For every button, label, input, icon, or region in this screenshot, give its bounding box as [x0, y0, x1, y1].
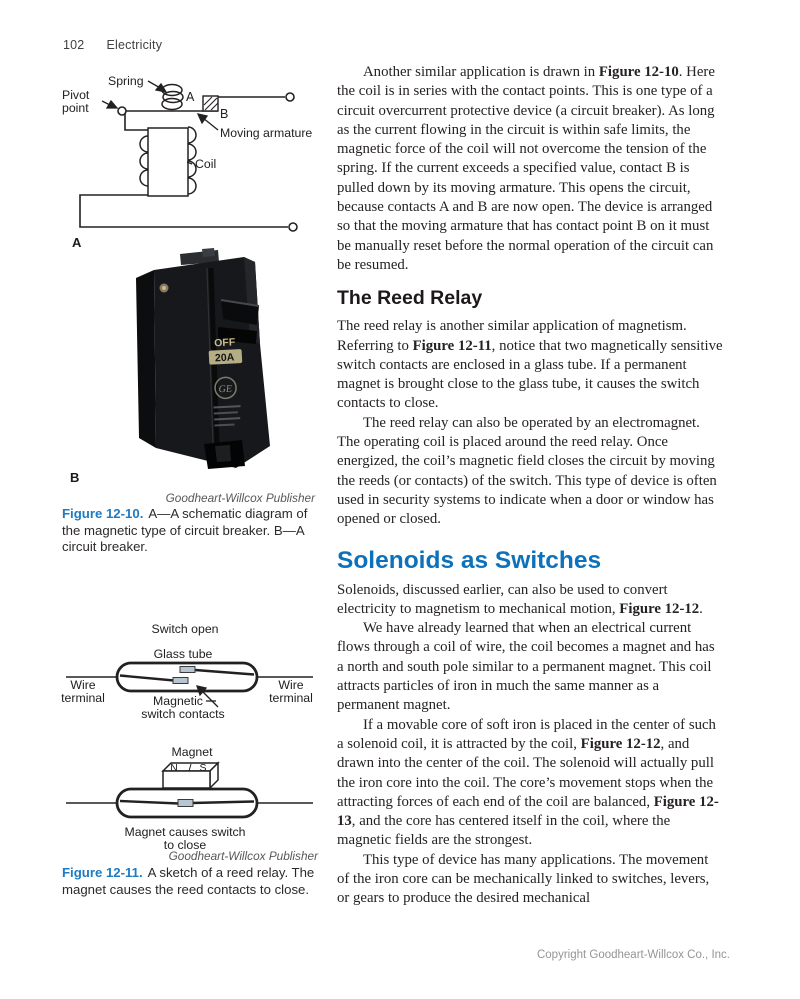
reed-switch-open — [66, 661, 313, 693]
breaker-amp-text: 20A — [215, 351, 235, 364]
body-text-run: Solenoids, discussed earlier, can also b… — [337, 581, 668, 617]
magnet-south-label: S — [199, 762, 206, 774]
body-paragraph: Another similar application is drawn in … — [337, 63, 723, 275]
contacts-leader-arrow — [196, 685, 219, 708]
pivot-circle — [117, 106, 127, 116]
figure-10-label: Figure 12-10. — [62, 506, 144, 521]
article-column: Another similar application is drawn in … — [337, 63, 723, 909]
figure-11-caption: Figure 12-11.A sketch of a reed relay. T… — [62, 865, 328, 898]
body-paragraph: If a movable core of soft iron is placed… — [337, 716, 723, 851]
body-text-run: Another similar application is drawn in — [363, 64, 599, 80]
body-text-run: , notice that two magnetically sensitive… — [337, 337, 723, 412]
body-paragraph: The reed relay is another similar applic… — [337, 317, 723, 413]
body-text-run: . — [699, 600, 703, 617]
glass-tube-label: Glass tube — [154, 647, 213, 661]
circuit-breaker-schematic: Spring Pivot point A B Moving armature C… — [62, 74, 312, 250]
magnet-label: Magnet — [171, 745, 213, 759]
spring-symbol — [161, 83, 184, 111]
body-paragraph: The reed relay can also be operated by a… — [337, 414, 723, 530]
magnet-symbol — [161, 761, 220, 790]
breaker-rivet-center — [162, 286, 166, 290]
body-paragraph: Solenoids, discussed earlier, can also b… — [337, 581, 723, 620]
wire-terminal-left-line2: terminal — [61, 691, 105, 705]
reed-contact-upper — [179, 666, 196, 673]
coil-symbol — [139, 126, 197, 197]
body-text-run: The reed relay can also be operated by a… — [337, 414, 717, 528]
terminal-circle-bottom — [288, 222, 298, 232]
section-heading: Solenoids as Switches — [337, 546, 602, 574]
figure-10-caption: Figure 12-10.A—A schematic diagram of th… — [62, 506, 324, 556]
copyright-footer: Copyright Goodheart-Willcox Co., Inc. — [536, 949, 730, 961]
contact-b-label: B — [220, 107, 228, 121]
fine-print-line — [214, 423, 235, 427]
contact-a-label: A — [186, 90, 195, 104]
body-text-run: If a movable core of soft iron is placed… — [337, 716, 716, 752]
figure-reference: Figure 12-11 — [412, 337, 492, 354]
reed-relay-sketch: Switch open Glass tube Wire terminal Wir… — [61, 622, 313, 852]
figure-reference: Figure 12-12 — [580, 735, 661, 752]
pivot-label-line2: point — [62, 101, 89, 115]
body-text-run: This type of device has many application… — [337, 851, 710, 907]
figure-reference: Figure 12-12 — [619, 600, 700, 617]
magnet-closes-label-line2: to close — [164, 838, 207, 852]
breaker-amp-badge — [208, 349, 243, 365]
spring-label: Spring — [108, 74, 144, 88]
magnet-closes-label-line1: Magnet causes switch — [125, 825, 246, 839]
wire-terminal-right-line1: Wire — [278, 678, 303, 692]
breaker-top-clip-tab — [202, 248, 215, 257]
reed-contact-closed — [177, 799, 194, 807]
body-paragraph: We have already learned that when an ele… — [337, 619, 723, 715]
magnet-north-label: N — [170, 762, 178, 774]
breaker-toggle-slot — [218, 327, 257, 344]
chapter-title: Electricity — [106, 38, 163, 52]
ge-monogram: GE — [218, 384, 232, 396]
wire-terminal-right-line2: terminal — [269, 691, 313, 705]
terminal-circle-top — [285, 92, 295, 102]
panel-a-letter: A — [72, 235, 82, 250]
pivot-label-line1: Pivot — [62, 88, 90, 102]
switch-open-label: Switch open — [152, 622, 219, 636]
body-paragraph: This type of device has many application… — [337, 851, 723, 909]
ge-logo-icon — [214, 376, 237, 400]
body-text-run: We have already learned that when an ele… — [337, 620, 715, 714]
running-header: 102 Electricity — [63, 38, 162, 52]
contact-b-block — [202, 95, 219, 112]
page-number: 102 — [63, 38, 85, 52]
subsection-heading: The Reed Relay — [337, 287, 483, 310]
magnetic-contacts-label-line1: Magnetic — [153, 694, 203, 708]
breaker-side-face — [136, 270, 156, 448]
figure-reference: Figure 12-10 — [598, 64, 679, 80]
breaker-off-text: OFF — [214, 336, 236, 349]
fine-print-line — [213, 405, 241, 409]
panel-b-letter: B — [70, 470, 80, 485]
reed-contact-lower — [172, 677, 189, 684]
magnetic-contacts-label-line2: switch contacts — [141, 707, 224, 721]
fine-print-line — [214, 417, 241, 421]
coil-label: Coil — [195, 157, 216, 171]
figure-11-label: Figure 12-11. — [62, 865, 143, 880]
wire-terminal-left-line1: Wire — [70, 678, 95, 692]
figure-10-caption-text: A—A schematic diagram of the magnetic ty… — [62, 506, 308, 554]
figure-11-caption-text: A sketch of a reed relay. The magnet cau… — [62, 865, 315, 897]
fine-print-line — [213, 411, 238, 415]
figure-11-credit: Goodheart-Willcox Publisher — [168, 849, 318, 863]
breaker-toggle — [221, 300, 259, 325]
breaker-terminal-tab — [215, 445, 231, 462]
breaker-toggle-highlight — [220, 299, 260, 307]
figure-10-credit: Goodheart-Willcox Publisher — [165, 491, 315, 505]
body-text-run: , and the core has centered itself in th… — [337, 813, 671, 849]
figure-reference: Figure 12-13 — [337, 793, 719, 830]
reed-switch-closed — [66, 787, 313, 819]
leader-arrows — [101, 80, 219, 165]
moving-armature-label: Moving armature — [220, 126, 312, 140]
breaker-label-area: OFF 20A GE — [208, 336, 243, 427]
circuit-breaker-photo: OFF 20A GE — [136, 248, 270, 469]
body-text-run: , and drawn into the center of the coil.… — [337, 735, 714, 810]
body-text-run: The reed relay is another similar applic… — [337, 318, 687, 354]
body-text-run: . Here the coil is in series with the co… — [337, 64, 715, 273]
